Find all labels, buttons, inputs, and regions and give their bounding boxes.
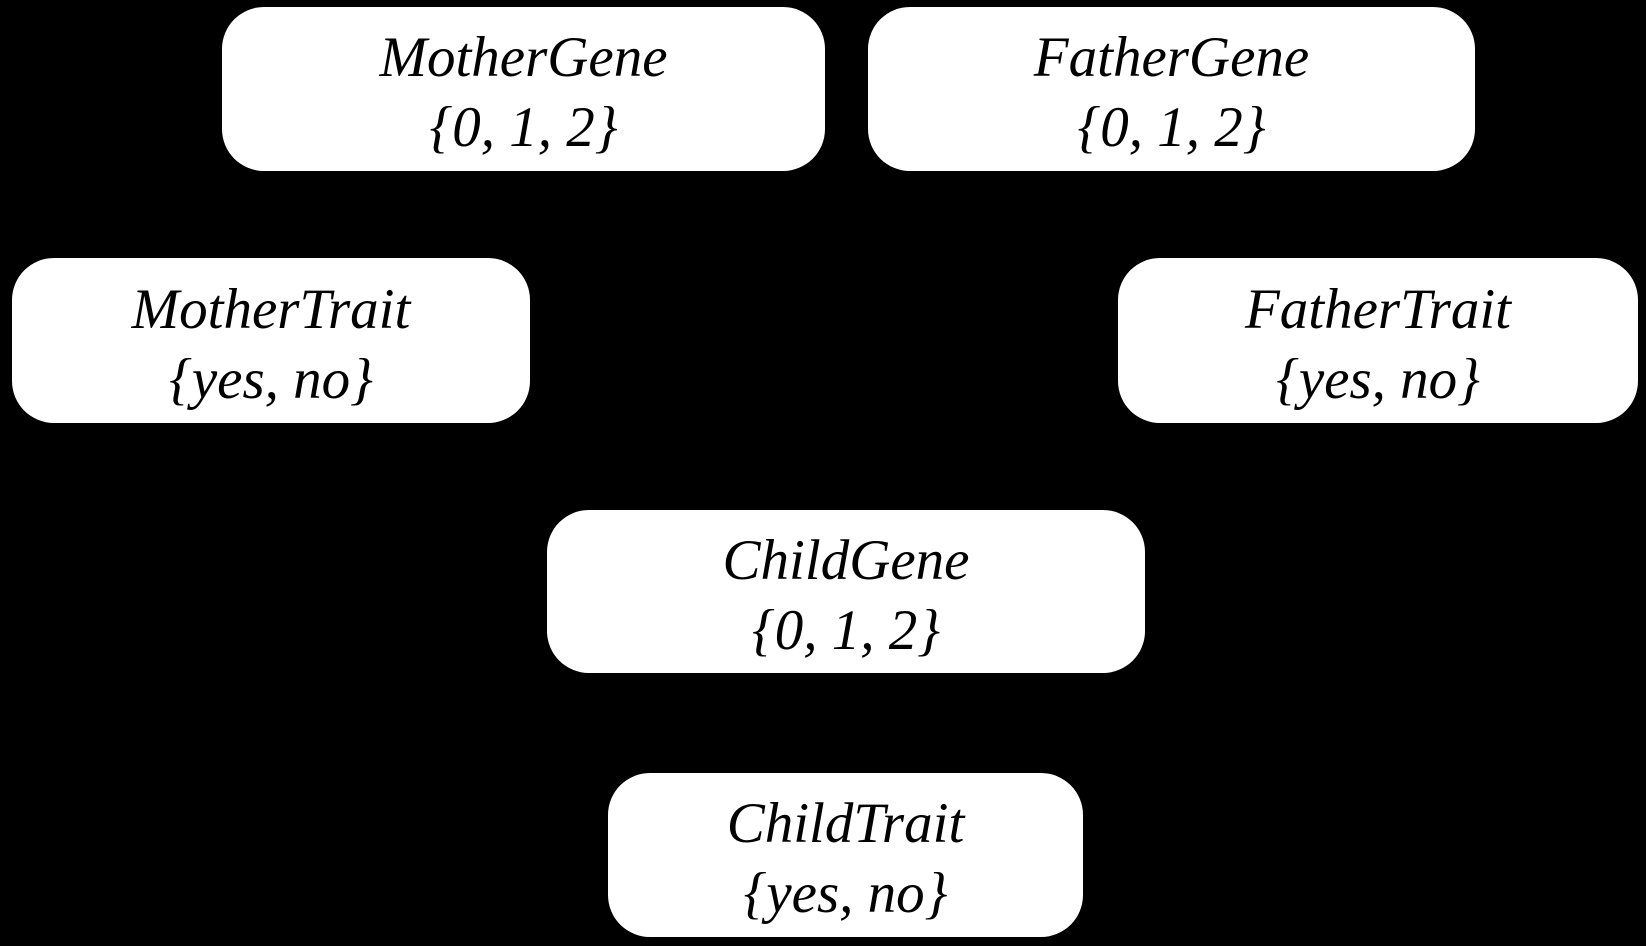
node-childgene: ChildGene {0, 1, 2} <box>547 510 1145 673</box>
node-childtrait-label: ChildTrait <box>726 792 965 855</box>
node-mothergene: MotherGene {0, 1, 2} <box>222 7 825 171</box>
node-mothergene-domain: {0, 1, 2} <box>429 96 618 159</box>
node-fathertrait-domain: {yes, no} <box>1276 347 1480 411</box>
node-mothertrait-label: MotherTrait <box>131 277 411 341</box>
node-fathertrait-label: FatherTrait <box>1244 277 1512 341</box>
node-fathergene-domain: {0, 1, 2} <box>1077 96 1266 159</box>
node-childgene-domain: {0, 1, 2} <box>751 598 941 662</box>
node-mothergene-label: MotherGene <box>379 26 668 89</box>
node-fathergene-label: FatherGene <box>1033 26 1310 89</box>
node-childtrait-domain: {yes, no} <box>743 862 948 925</box>
node-mothertrait-domain: {yes, no} <box>169 347 373 411</box>
node-childgene-label: ChildGene <box>722 528 970 592</box>
node-fathertrait: FatherTrait {yes, no} <box>1118 258 1638 423</box>
node-fathergene: FatherGene {0, 1, 2} <box>868 7 1475 171</box>
node-childtrait: ChildTrait {yes, no} <box>608 773 1083 937</box>
node-mothertrait: MotherTrait {yes, no} <box>12 258 530 423</box>
